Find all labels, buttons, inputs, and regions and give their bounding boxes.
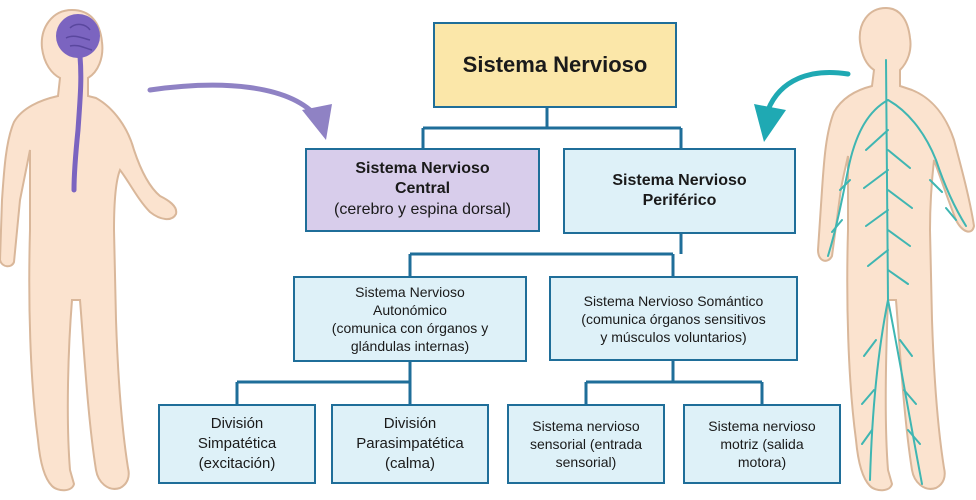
parasympathetic-division-box: División Parasimpatética (calma) <box>331 404 489 484</box>
human-figure-pns-icon <box>816 6 976 492</box>
sensory-nervous-system-box: Sistema nervioso sensorial (entrada sens… <box>507 404 665 484</box>
somatic-nervous-system-box: Sistema Nervioso Somántico (comunica órg… <box>549 276 798 361</box>
curved-arrow-purple-icon <box>147 82 332 140</box>
peripheral-title: Sistema Nervioso Periférico <box>612 172 747 209</box>
human-figure-cns-icon <box>0 8 178 492</box>
sympathetic-text: División Simpatética (excitación) <box>197 415 277 472</box>
parasympathetic-text: División Parasimpatética (calma) <box>356 415 464 472</box>
central-nervous-system-box: Sistema Nervioso Central (cerebro y espi… <box>305 148 540 232</box>
peripheral-nervous-system-box: Sistema Nervioso Periférico <box>563 148 796 234</box>
curved-arrow-teal-icon <box>754 70 851 142</box>
root-label: Sistema Nervioso <box>462 52 648 77</box>
autonomic-nervous-system-box: Sistema Nervioso Autonómico (comunica co… <box>293 276 527 362</box>
motor-text: Sistema nervioso motriz (salida motora) <box>708 418 816 470</box>
connector-lines <box>235 108 764 404</box>
central-detail: (cerebro y espina dorsal) <box>334 201 511 218</box>
root-box: Sistema Nervioso <box>433 22 677 108</box>
central-title: Sistema Nervioso Central <box>355 160 490 197</box>
autonomic-text: Sistema Nervioso Autonómico (comunica co… <box>331 284 489 354</box>
sympathetic-division-box: División Simpatética (excitación) <box>158 404 316 484</box>
sensory-text: Sistema nervioso sensorial (entrada sens… <box>529 418 643 470</box>
motor-nervous-system-box: Sistema nervioso motriz (salida motora) <box>683 404 841 484</box>
somatic-text: Sistema Nervioso Somántico (comunica órg… <box>581 292 766 345</box>
